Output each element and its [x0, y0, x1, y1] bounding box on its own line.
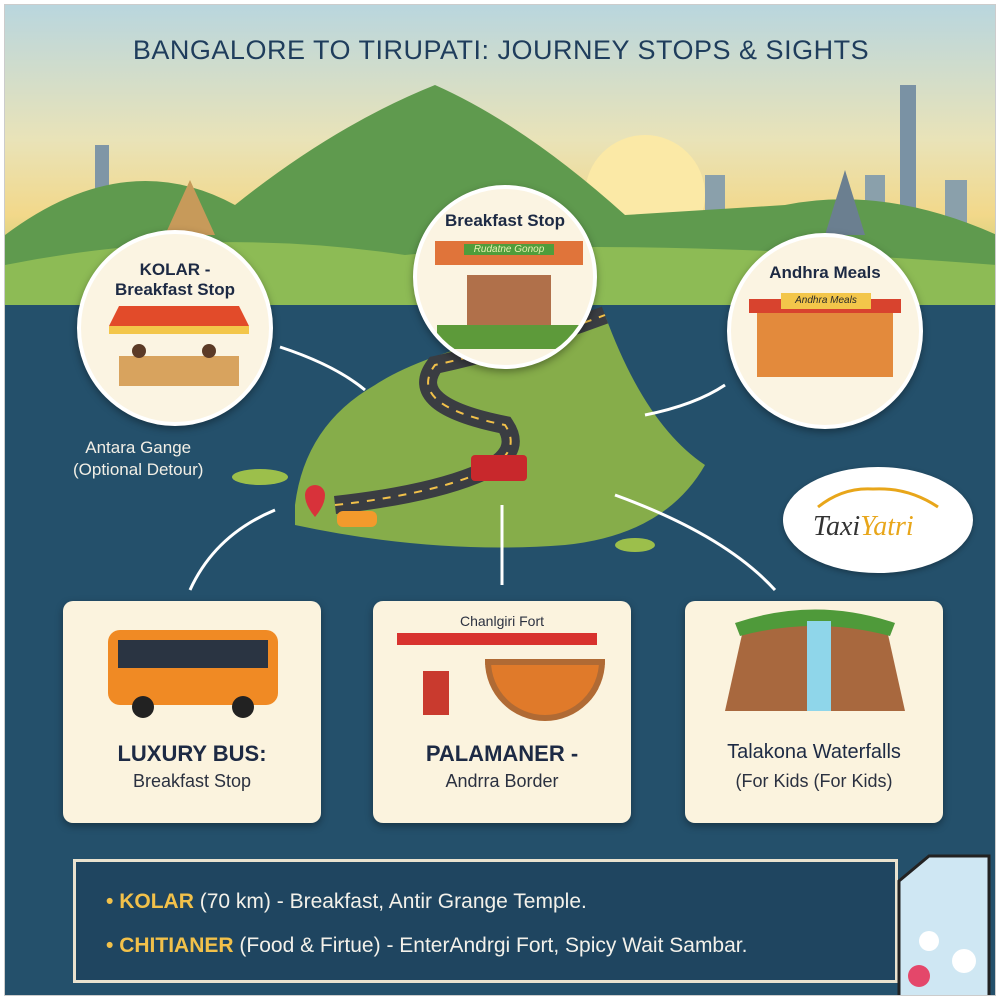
- stall-roof: Rudatne Gonop: [435, 241, 583, 265]
- circle-title-line: KOLAR -: [139, 260, 211, 279]
- card-talakona: Talakona Waterfalls (For Kids (For Kids): [685, 601, 943, 823]
- stop-name: CHITIANER: [119, 934, 234, 957]
- temple-illustration: [467, 275, 551, 325]
- circle-title: Breakfast Stop: [445, 211, 565, 230]
- bullet-icon: •: [106, 890, 114, 913]
- stall-counter: [119, 356, 239, 386]
- stall-sign: Rudatne Gonop: [464, 244, 554, 255]
- islet: [615, 538, 655, 552]
- skyline-tower: [900, 85, 916, 245]
- card-luxury-bus: LUXURY BUS: Breakfast Stop: [63, 601, 321, 823]
- wheel-icon: [132, 696, 154, 718]
- summary-line: • KOLAR (70 km) - Breakfast, Antir Grang…: [106, 890, 587, 914]
- car-icon: [337, 511, 377, 527]
- arrow-icon: [279, 345, 366, 392]
- wheel-icon: [232, 696, 254, 718]
- carton-spot: [919, 931, 939, 951]
- connector-arrows: [188, 345, 777, 592]
- detour-name: Antara Gange: [85, 438, 192, 457]
- circle-kolar-breakfast: KOLAR -Breakfast Stop: [77, 230, 273, 426]
- waterfall-stream: [807, 621, 831, 711]
- infographic: BANGALORE TO TIRUPATI: JOURNEY STOPS & S…: [4, 4, 996, 996]
- map-pin-icon: [305, 485, 325, 517]
- circle-breakfast-stop: Breakfast Stop Rudatne Gonop: [413, 185, 597, 369]
- card-heading: PALAMANER -: [425, 741, 579, 766]
- person-icon: [202, 344, 216, 358]
- awning-trim: [109, 326, 249, 334]
- temple-tower-icon: [825, 170, 865, 235]
- page-title: BANGALORE TO TIRUPATI: JOURNEY STOPS & S…: [132, 35, 870, 65]
- card-subtitle: Breakfast Stop: [132, 771, 252, 791]
- strawberry-icon: [908, 965, 930, 987]
- arrow-icon: [614, 493, 777, 592]
- detour-note: (Optional Detour): [73, 460, 204, 479]
- stop-description: - Breakfast, Antir Grange Temple.: [276, 890, 587, 913]
- taxi-yatri-logo: TaxiYatri: [783, 467, 973, 573]
- fuel-pump-icon: [423, 671, 449, 715]
- grass-strip: [437, 325, 581, 349]
- stop-note: (Food & Firtue): [239, 934, 381, 957]
- card-subtitle: (For Kids (For Kids): [735, 771, 893, 791]
- stop-description: - EnterAndrgi Fort, Spicy Wait Sambar.: [386, 934, 748, 957]
- fuel-station-canopy: [397, 633, 597, 645]
- logo-wordmark: TaxiYatri: [813, 511, 914, 543]
- stall-awning: [109, 306, 249, 326]
- circle-title-line: Breakfast Stop: [115, 280, 235, 299]
- summary-line: • CHITIANER (Food & Firtue) - EnterAndrg…: [106, 934, 747, 958]
- card-heading: LUXURY BUS:: [117, 741, 267, 766]
- circle-andhra-meals: Andhra Meals Andhra Meals: [727, 233, 923, 429]
- card-palamaner: Chanlgiri Fort PALAMANER - Andrra Border: [373, 601, 631, 823]
- stop-note: (70 km): [199, 890, 271, 913]
- arrow-icon: [188, 508, 276, 591]
- card-subtitle: Andrra Border: [445, 771, 559, 791]
- waterfall-illustration: [725, 609, 905, 711]
- stop-name: KOLAR: [119, 890, 194, 913]
- bus-windows: [118, 640, 268, 668]
- card-label: Chanlgiri Fort: [459, 613, 545, 629]
- restaurant-illustration: [757, 313, 893, 377]
- person-icon: [132, 344, 146, 358]
- circle-title: Andhra Meals: [769, 263, 881, 282]
- arrow-icon: [644, 383, 726, 417]
- taxi-car-outline-icon: [817, 487, 939, 509]
- milk-carton-icon: [897, 854, 991, 995]
- bus-icon: [471, 455, 527, 481]
- bus-illustration: [108, 630, 278, 718]
- logo-text-yatri: Yatri: [860, 511, 914, 542]
- circle-title: KOLAR -Breakfast Stop: [81, 260, 269, 300]
- restaurant-sign: Andhra Meals: [781, 293, 871, 309]
- card-heading: Talakona Waterfalls: [727, 741, 901, 763]
- food-stall-illustration: [109, 306, 249, 386]
- carton-spot: [952, 949, 976, 973]
- detour-label: Antara Gange (Optional Detour): [73, 437, 203, 481]
- sambar-bowl-illustration: [485, 659, 605, 721]
- stops-summary-box: • KOLAR (70 km) - Breakfast, Antir Grang…: [73, 859, 898, 983]
- temple-tower-icon: [165, 180, 215, 235]
- logo-text-taxi: Taxi: [813, 511, 861, 542]
- bullet-icon: •: [106, 934, 114, 957]
- islet: [232, 469, 288, 485]
